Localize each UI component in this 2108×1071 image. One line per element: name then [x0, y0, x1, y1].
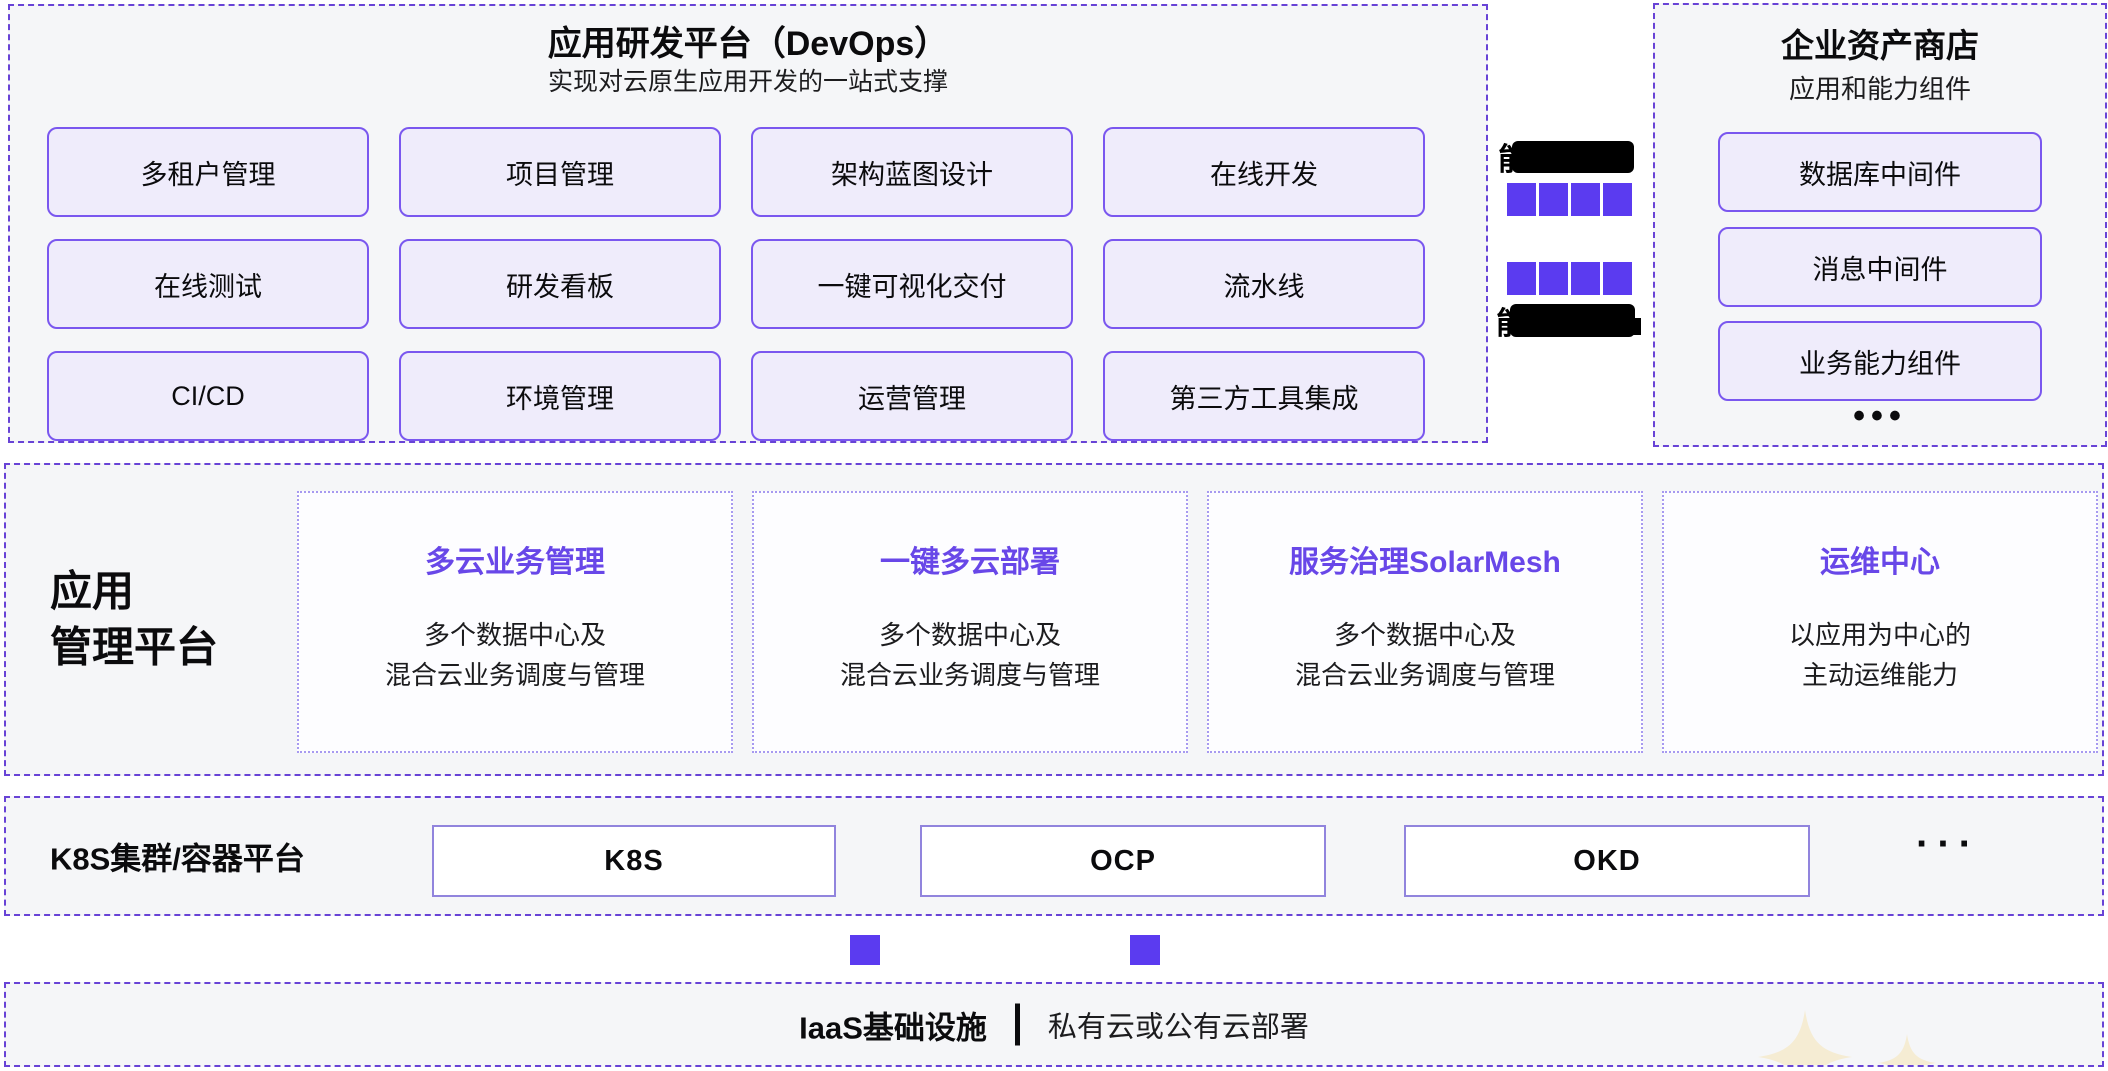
iaas-separator [1014, 1003, 1020, 1046]
asset-box-message-middleware: 消息中间件 [1718, 227, 2042, 307]
arrow-segment [1571, 183, 1600, 216]
card-description: 多个数据中心及 混合云业务调度与管理 [384, 620, 645, 691]
card-ops-center: 运维中心 以应用为中心的 主动运维能力 [1662, 491, 2098, 753]
card-service-governance-solarmesh: 服务治理SolarMesh 多个数据中心及 混合云业务调度与管理 [1207, 491, 1643, 753]
devops-platform-panel: 应用研发平台（DevOps） 实现对云原生应用开发的一站式支撑 多租户管理 项目… [8, 4, 1488, 443]
devops-panel-title: 应用研发平台（DevOps） [547, 25, 949, 63]
feature-box-ops-mgmt: 运营管理 [751, 351, 1073, 441]
app-management-cards: 多云业务管理 多个数据中心及 混合云业务调度与管理 一键多云部署 多个数据中心及… [297, 491, 2098, 753]
card-description: 以应用为中心的 主动运维能力 [1788, 620, 1971, 691]
arrow-segment [1539, 262, 1568, 295]
redacted-label-bar-bottom [1510, 304, 1635, 337]
feature-box-blueprint: 架构蓝图设计 [751, 127, 1073, 217]
feature-box-online-dev: 在线开发 [1103, 127, 1425, 217]
sparkle-icon [1878, 1034, 1936, 1065]
connector-square [850, 935, 880, 965]
card-one-click-deploy: 一键多云部署 多个数据中心及 混合云业务调度与管理 [752, 491, 1188, 753]
iaas-row: IaaS基础设施 私有云或公有云部署 [4, 982, 2104, 1067]
arrow-segment [1571, 262, 1600, 295]
okd-box: OKD [1404, 825, 1810, 897]
asset-box-database-middleware: 数据库中间件 [1718, 132, 2042, 212]
iaas-label-line: IaaS基础设施 私有云或公有云部署 [6, 1002, 2102, 1047]
iaas-title: IaaS基础设施 [799, 1010, 987, 1045]
arrow-segment [1603, 262, 1632, 295]
k8s-row-label: K8S集群/容器平台 [50, 841, 305, 877]
feature-box-cicd: CI/CD [47, 351, 369, 441]
asset-store-subtitle: 应用和能力组件 [1788, 74, 1971, 104]
k8s-box: K8S [432, 825, 836, 897]
arrow-segment [1507, 183, 1536, 216]
asset-more-dots: ••• [1853, 397, 1907, 435]
sparkle-icon [1758, 1010, 1852, 1065]
feature-box-multi-tenant: 多租户管理 [47, 127, 369, 217]
app-management-label-line1: 应用 [50, 566, 135, 614]
card-description: 多个数据中心及 混合云业务调度与管理 [1294, 620, 1555, 691]
card-title: 多云业务管理 [425, 546, 605, 579]
devops-panel-subtitle: 实现对云原生应用开发的一站式支撑 [547, 68, 948, 96]
arrow-segment [1507, 262, 1536, 295]
app-management-label-line2: 管理平台 [50, 623, 219, 671]
app-management-label: 应用 管理平台 [50, 563, 218, 676]
arrow-segment [1603, 183, 1632, 216]
asset-box-business-capability: 业务能力组件 [1718, 321, 2042, 401]
card-title: 服务治理SolarMesh [1289, 546, 1561, 579]
feature-box-kanban: 研发看板 [399, 239, 721, 329]
ocp-box: OCP [920, 825, 1326, 897]
redacted-label-bar-top [1512, 141, 1634, 173]
asset-store-panel: 企业资产商店 应用和能力组件 数据库中间件 消息中间件 业务能力组件 ••• [1653, 3, 2107, 447]
card-multicloud-business: 多云业务管理 多个数据中心及 混合云业务调度与管理 [297, 491, 733, 753]
card-description: 多个数据中心及 混合云业务调度与管理 [839, 620, 1100, 691]
k8s-more-dots: ··· [1916, 822, 1980, 866]
app-management-row: 应用 管理平台 多云业务管理 多个数据中心及 混合云业务调度与管理 一键多云部署… [4, 463, 2104, 776]
feature-box-env-mgmt: 环境管理 [399, 351, 721, 441]
asset-store-title: 企业资产商店 [1781, 27, 1979, 64]
feature-box-3rd-party: 第三方工具集成 [1103, 351, 1425, 441]
feature-box-project-mgmt: 项目管理 [399, 127, 721, 217]
devops-feature-grid: 多租户管理 项目管理 架构蓝图设计 在线开发 在线测试 研发看板 一键可视化交付… [47, 127, 1425, 441]
feature-box-pipeline: 流水线 [1103, 239, 1425, 329]
feature-box-online-test: 在线测试 [47, 239, 369, 329]
card-title: 一键多云部署 [880, 546, 1060, 579]
connector-square [1130, 935, 1160, 965]
feature-box-visual-deliver: 一键可视化交付 [751, 239, 1073, 329]
arrow-segment [1539, 183, 1568, 216]
iaas-subtitle: 私有云或公有云部署 [1047, 1011, 1309, 1044]
k8s-row: K8S集群/容器平台 K8S OCP OKD ··· [4, 796, 2104, 916]
redacted-label-fragment [1628, 318, 1641, 335]
card-title: 运维中心 [1820, 546, 1940, 579]
